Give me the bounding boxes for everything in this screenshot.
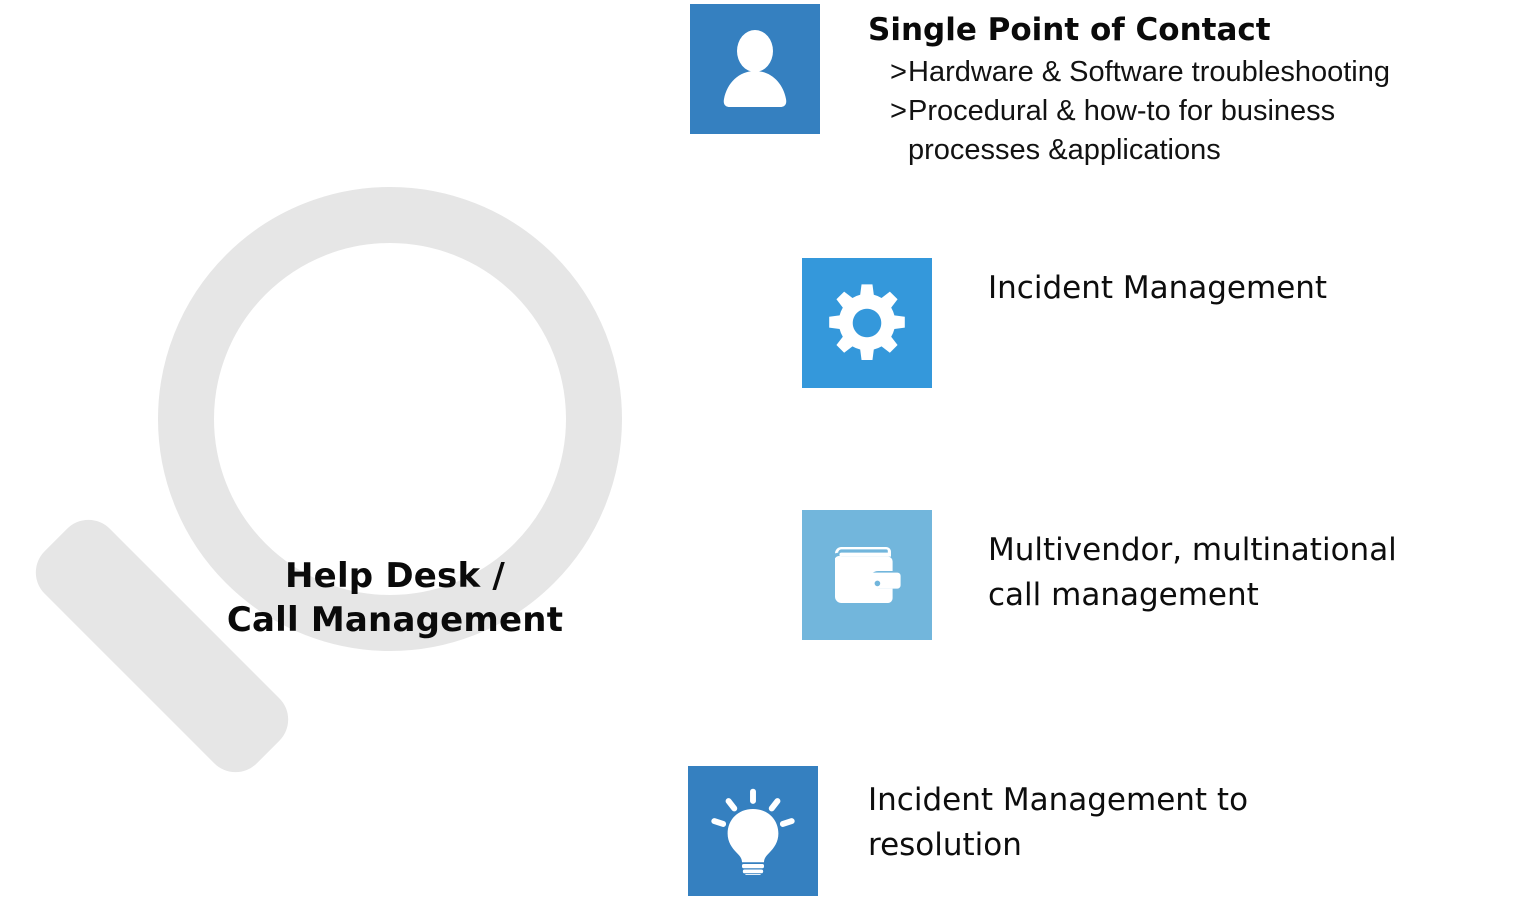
gear-icon xyxy=(829,284,905,360)
lightbulb-icon xyxy=(711,788,795,875)
feature-title: Single Point of Contact xyxy=(868,12,1271,48)
feature-incident-management[interactable]: Incident Management xyxy=(0,0,1531,388)
center-label-line2: Call Management xyxy=(226,599,564,640)
center-label: Help Desk / Call Management xyxy=(190,555,600,642)
feature-title-resolution: Incident Management to resolution xyxy=(868,782,1249,863)
bullet-marker: > xyxy=(890,95,907,128)
feature-text-single-point-of-contact: Single Point of Contact > Hardware & Sof… xyxy=(868,12,1390,171)
magnifier-handle xyxy=(23,507,301,785)
center-label-line1: Help Desk / xyxy=(285,556,505,596)
feature-bullet-list: > Hardware & Software troubleshooting > … xyxy=(868,53,1390,171)
magnifier-icon: Help Desk / Call Management xyxy=(0,170,700,898)
bullet-text: Hardware & Software troubleshooting xyxy=(908,55,1390,88)
person-icon-tile[interactable] xyxy=(690,4,820,134)
lightbulb-icon-tile[interactable] xyxy=(688,766,818,896)
gear-icon-tile[interactable] xyxy=(802,258,932,388)
wallet-icon-tile[interactable] xyxy=(802,510,932,640)
wallet-icon xyxy=(835,547,901,603)
bullet-marker: > xyxy=(890,55,907,88)
bullet-text: Procedural & how-to for business process… xyxy=(908,95,1336,167)
bullet-item: > Hardware & Software troubleshooting xyxy=(868,53,1390,92)
feature-single-point-of-contact[interactable]: Single Point of Contact > Hardware & Sof… xyxy=(0,0,1531,175)
feature-title-incident-management: Incident Management xyxy=(988,270,1328,306)
person-icon xyxy=(723,30,787,107)
feature-title-multivendor: Multivendor, multinational call manageme… xyxy=(988,532,1397,613)
magnifier-lens-ring xyxy=(158,187,622,651)
bullet-item: > Procedural & how-to for business proce… xyxy=(868,92,1390,171)
feature-multivendor-call-management[interactable]: Multivendor, multinational call manageme… xyxy=(0,0,1531,640)
